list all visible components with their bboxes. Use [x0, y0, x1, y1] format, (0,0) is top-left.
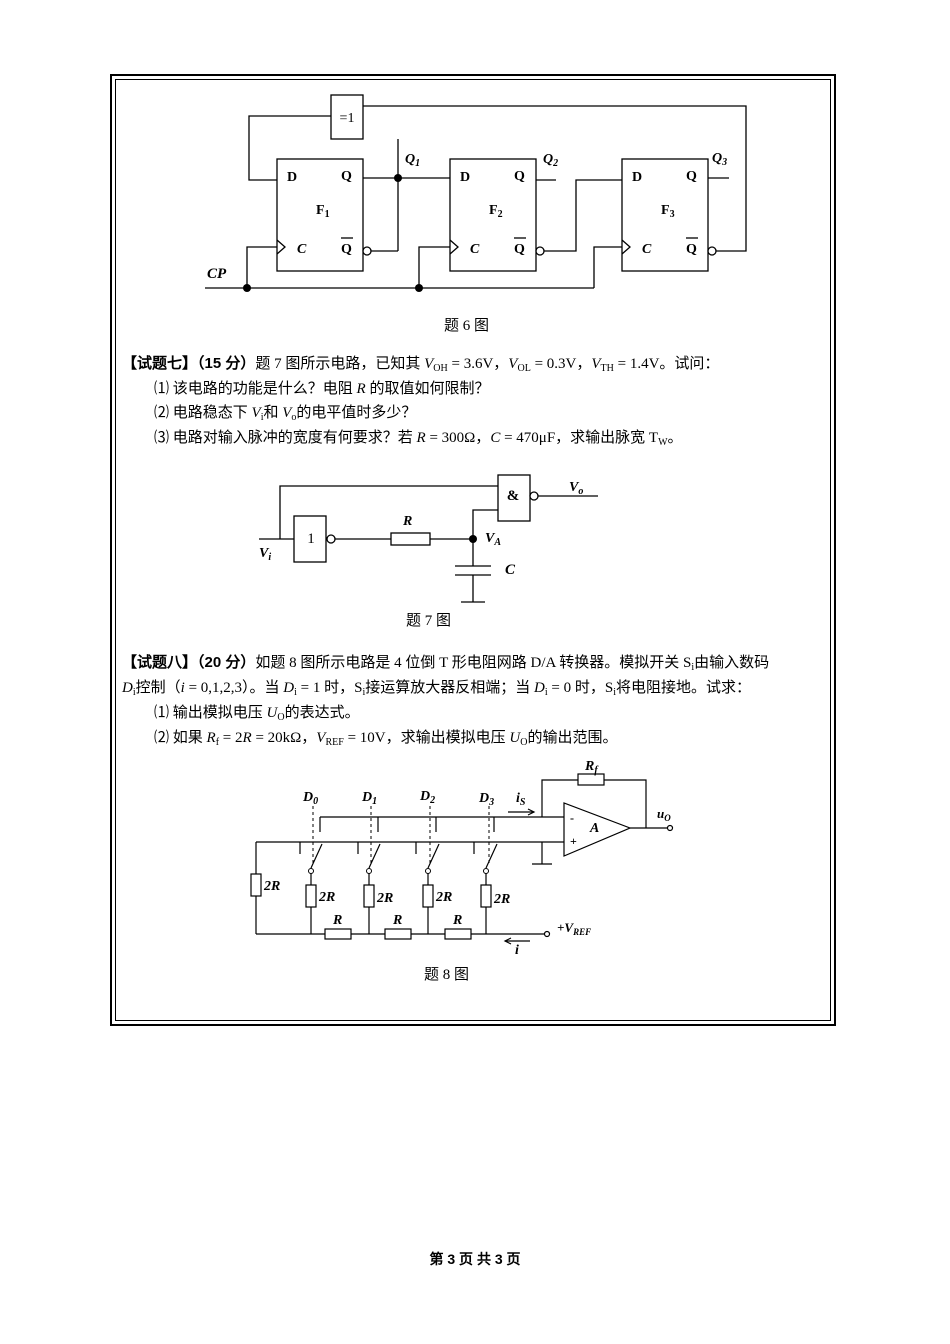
ff3-qn-label: Q [686, 242, 697, 257]
d1-label: D1 [361, 790, 377, 807]
q8-intro-line1: 【试题八】（20 分）如题 8 图所示电路是 4 位倒 T 形电阻网路 D/A … [122, 654, 770, 673]
vi-label: Vi [259, 546, 271, 563]
branch-2r-label-3: 2R [493, 892, 510, 907]
ff1-name: F1 [316, 203, 330, 220]
q7-item-3: ⑶ 电路对输入脉冲的宽度有何要求？若 R = 300Ω，C = 470μF，求输… [154, 430, 683, 448]
ff2-name: F2 [489, 203, 503, 220]
fig8-circuit: D0 D1 D2 D3 iS Rf A - + uO 2R 2R 2R 2R 2… [250, 759, 674, 958]
fig7-caption: 题 7 图 [406, 613, 452, 629]
inverting-sign: - [570, 811, 574, 825]
vo-label: Vo [569, 480, 583, 497]
q3-output-label: Q3 [712, 151, 727, 168]
q1-output-label: Q1 [405, 152, 420, 169]
ff1-c-label: C [297, 242, 307, 257]
clock-label: CP [207, 266, 227, 282]
q8-item-2: ⑵ 如果 Rf = 2R = 20kΩ，VREF = 10V，求输出模拟电压 U… [154, 730, 618, 748]
fig7-r-label: R [402, 514, 412, 529]
ff1-qn-label: Q [341, 242, 352, 257]
q7-item-1: ⑴ 该电路的功能是什么？电阻 R 的取值如何限制？ [154, 381, 490, 397]
branch-2r-label-2: 2R [435, 890, 452, 905]
d0-label: D0 [302, 790, 318, 807]
i-label: i [515, 943, 519, 958]
ff2-qn-label: Q [514, 242, 525, 257]
fig7-c-label: C [505, 562, 516, 578]
q7-item-2: ⑵ 电路稳态下 Vi和 Vo的电平值时多少？ [154, 405, 417, 423]
d2-label: D2 [419, 789, 435, 806]
ff3-name: F3 [661, 203, 675, 220]
q8-item-1: ⑴ 输出模拟电压 UO的表达式。 [154, 705, 360, 723]
rf-label: Rf [584, 759, 599, 776]
ff2-q-label: Q [514, 169, 525, 184]
ff2-d-label: D [460, 170, 470, 185]
uo-label: uO [657, 806, 671, 823]
series-r-label-1: R [392, 913, 402, 928]
outer-border [110, 74, 836, 1026]
q2-output-label: Q2 [543, 152, 558, 169]
left-2r-label: 2R [263, 879, 280, 894]
branch-2r-label-1: 2R [376, 891, 393, 906]
q7-intro: 【试题七】（15 分）题 7 图所示电路，已知其 VOH = 3.6V，VOL … [122, 355, 720, 374]
q8-intro-line2: Di控制（i = 0,1,2,3）。当 Di = 1 时，Si接运算放大器反相端… [122, 680, 751, 698]
xor-gate-label: =1 [340, 111, 355, 126]
ff2-c-label: C [470, 242, 480, 257]
vref-label: +VREF [557, 920, 591, 937]
opamp-label: A [589, 821, 599, 836]
series-r-label-2: R [452, 913, 462, 928]
page-footer: 第 3 页 共 3 页 [429, 1251, 521, 1267]
va-label: VA [485, 531, 501, 548]
not-gate-label: 1 [307, 531, 315, 547]
series-r-label-0: R [332, 913, 342, 928]
is-label: iS [516, 791, 526, 808]
ff3-d-label: D [632, 170, 642, 185]
d3-label: D3 [478, 791, 494, 808]
fig7-circuit: & 1 R Vo VA Vi C [259, 474, 598, 603]
ff1-d-label: D [287, 170, 297, 185]
fig6-circuit: =1 D Q F1 C Q D Q F2 C Q D Q F3 C Q Q1 Q… [205, 94, 747, 292]
ff3-q-label: Q [686, 169, 697, 184]
ff3-c-label: C [642, 242, 652, 257]
branch-2r-label-0: 2R [318, 890, 335, 905]
fig6-caption: 题 6 图 [444, 318, 490, 334]
ff1-q-label: Q [341, 169, 352, 184]
inner-border [115, 79, 831, 1021]
and-gate-label: & [507, 488, 520, 504]
noninverting-sign: + [570, 834, 577, 848]
fig8-caption: 题 8 图 [424, 967, 470, 983]
